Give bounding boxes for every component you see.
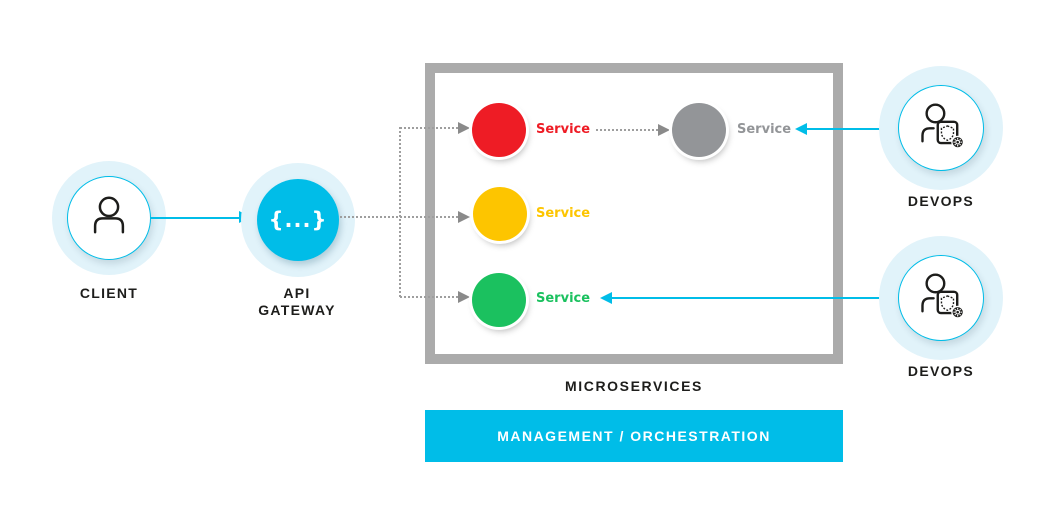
user-icon [86, 193, 132, 244]
service-red-node [472, 103, 526, 157]
service-yellow-node [473, 187, 527, 241]
devops-top-to-gray-line [807, 128, 899, 130]
api-gateway-label: API GATEWAY [227, 285, 367, 319]
devops-shield-user-icon [916, 272, 966, 324]
client-node [67, 176, 151, 260]
service-red-label: Service [536, 122, 591, 137]
arrowhead-to-red-service-icon [458, 122, 470, 134]
service-gray-node [672, 103, 726, 157]
management-orchestration-label: MANAGEMENT / ORCHESTRATION [497, 428, 771, 444]
service-yellow-label: Service [536, 206, 591, 221]
arrowhead-to-yellow-service-icon [458, 211, 470, 223]
api-gateway-node: {...} [257, 179, 339, 261]
devops-top-node [898, 85, 984, 171]
devops-shield-user-icon [916, 102, 966, 154]
devops-bottom-label: DEVOPS [907, 363, 975, 379]
arrowhead-from-devops-top-icon [795, 123, 807, 135]
devops-bottom-to-green-line [612, 297, 899, 299]
management-orchestration-banner: MANAGEMENT / ORCHESTRATION [425, 410, 843, 462]
api-gateway-label-line1: API [283, 285, 311, 301]
arrowhead-to-green-service-icon [458, 291, 470, 303]
service-gray-label: Service [737, 122, 792, 137]
api-gateway-label-line2: GATEWAY [258, 302, 336, 318]
devops-top-label: DEVOPS [907, 193, 975, 209]
red-to-gray-dotted-line [596, 129, 658, 131]
arrowhead-to-gray-service-icon [658, 124, 670, 136]
gateway-dotted-branch-vertical [399, 127, 401, 297]
gateway-dotted-line-bottom [400, 296, 458, 298]
microservices-label: MICROSERVICES [564, 378, 703, 394]
service-green-label: Service [536, 291, 591, 306]
devops-bottom-node [898, 255, 984, 341]
gateway-dotted-line-top [400, 127, 458, 129]
code-braces-icon: {...} [268, 208, 328, 232]
service-green-node [472, 273, 526, 327]
client-to-gateway-line [150, 217, 239, 219]
client-label: CLIENT [79, 285, 139, 301]
arrowhead-from-devops-bottom-icon [600, 292, 612, 304]
